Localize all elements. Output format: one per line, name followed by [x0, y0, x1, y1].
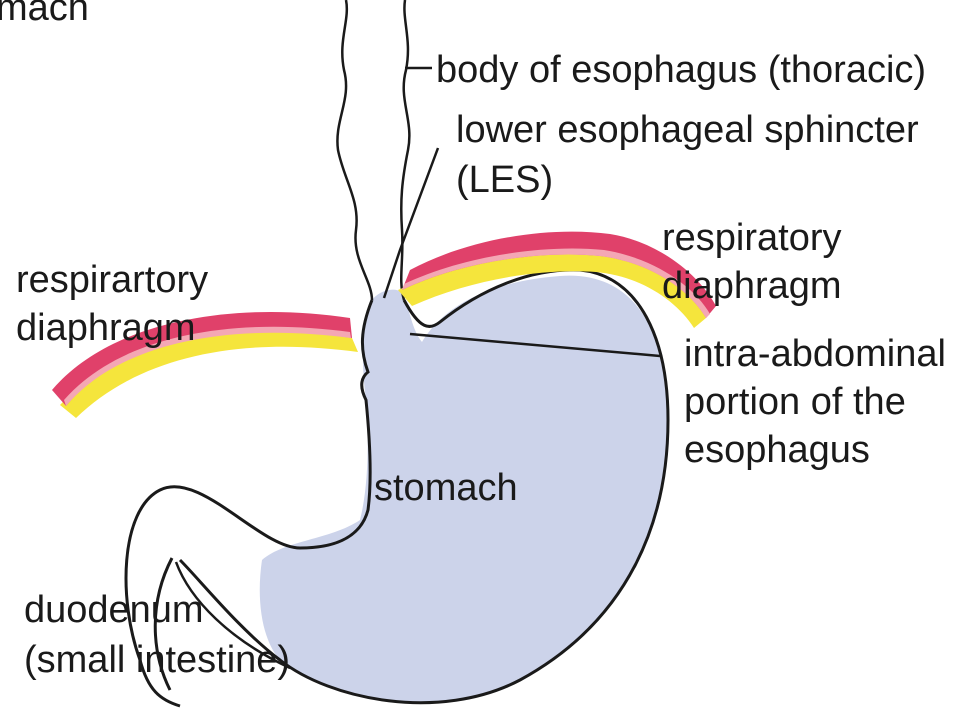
label-les-line1: lower esophageal sphincter [456, 109, 919, 151]
esophagus-right-wall [401, 0, 409, 300]
label-les-line2: (LES) [456, 159, 553, 201]
label-stomach: stomach [374, 467, 518, 509]
label-diaphragm-right-line1: respiratory [662, 217, 842, 259]
label-body-esophagus: body of esophagus (thoracic) [436, 49, 926, 91]
label-duodenum-line1: duodenum [24, 589, 204, 631]
label-intra-line2: portion of the [684, 381, 906, 423]
title-fragment: mach [0, 0, 89, 29]
label-duodenum-line2: (small intestine) [24, 639, 290, 681]
esophagus-left-wall [337, 0, 372, 300]
label-diaphragm-right-line2: diaphragm [662, 265, 842, 307]
label-intra-line1: intra-abdominal [684, 333, 946, 375]
label-diaphragm-left-line2: diaphragm [16, 307, 196, 349]
label-intra-line3: esophagus [684, 429, 870, 471]
label-diaphragm-left-line1: respirartory [16, 259, 208, 301]
